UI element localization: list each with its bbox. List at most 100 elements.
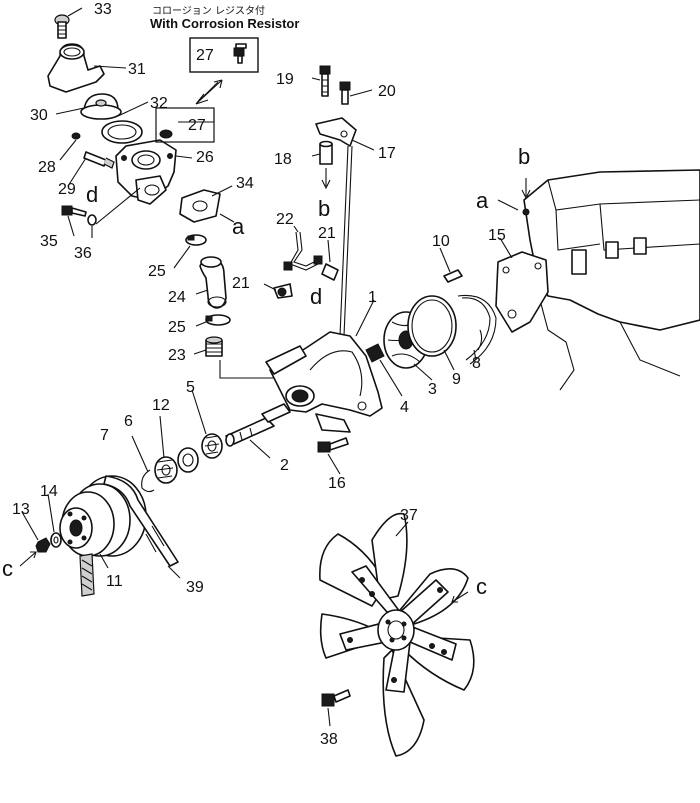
bolt-19 bbox=[319, 65, 331, 97]
washer-36 bbox=[87, 214, 97, 226]
washer-14 bbox=[50, 532, 62, 548]
hose-clamp-25-lower bbox=[205, 314, 231, 326]
callout-13: 13 bbox=[12, 501, 30, 518]
water-outlet-31 bbox=[47, 43, 105, 93]
ref-a-right: a bbox=[476, 188, 489, 213]
leader-lines bbox=[21, 7, 519, 727]
water-pump-group bbox=[141, 269, 497, 493]
corrosion-resistor-note: コロージョン レジスタ付 With Corrosion Resistor 27 bbox=[150, 4, 299, 105]
ref-c-left: c bbox=[2, 556, 13, 581]
plug-28 bbox=[71, 132, 81, 140]
ref-c-right: c bbox=[476, 574, 487, 599]
callout-30: 30 bbox=[30, 107, 48, 124]
callout-27: 27 bbox=[188, 117, 206, 134]
bracket-17 bbox=[315, 117, 357, 147]
callout-38: 38 bbox=[320, 731, 338, 748]
callout-9: 9 bbox=[452, 371, 461, 388]
thermostat-housing-group bbox=[47, 14, 231, 357]
plug-27 bbox=[159, 129, 173, 139]
bolt-20 bbox=[339, 81, 351, 105]
sensor-29 bbox=[83, 151, 115, 169]
ref-d-center: d bbox=[310, 284, 322, 309]
callout-31: 31 bbox=[128, 61, 146, 78]
bolt-38 bbox=[321, 689, 351, 707]
engine-block bbox=[495, 169, 700, 391]
gasket-34 bbox=[179, 189, 221, 223]
hose-clamp-25-upper bbox=[185, 234, 207, 246]
bolt-35 bbox=[61, 205, 87, 217]
bolt-16 bbox=[317, 437, 349, 453]
pulley-group bbox=[19, 475, 179, 597]
note-box bbox=[189, 37, 259, 73]
fan-group bbox=[319, 512, 475, 757]
gasket-32 bbox=[101, 120, 143, 144]
shaft-2 bbox=[225, 403, 291, 447]
callout-11: 11 bbox=[106, 573, 123, 590]
bearing-6 bbox=[154, 456, 178, 484]
bolt-33 bbox=[54, 14, 70, 39]
callout-8: 8 bbox=[472, 355, 481, 372]
callout-21-lower: 21 bbox=[232, 275, 250, 292]
callout-34: 34 bbox=[236, 175, 254, 192]
callout-2: 2 bbox=[280, 457, 289, 474]
fitting-21-lower bbox=[273, 283, 293, 299]
callout-labels: 33 31 30 32 27 26 28 29 34 35 36 25 24 2… bbox=[12, 1, 506, 748]
bearing-5 bbox=[201, 433, 223, 459]
callout-16: 16 bbox=[328, 475, 346, 492]
callout-20: 20 bbox=[378, 83, 396, 100]
callout-33: 33 bbox=[94, 1, 112, 18]
note-japanese: コロージョン レジスタ付 bbox=[152, 4, 265, 17]
callout-25-upper: 25 bbox=[148, 263, 166, 280]
callout-37: 37 bbox=[400, 507, 418, 524]
callout-12: 12 bbox=[152, 397, 170, 414]
callout-15: 15 bbox=[488, 227, 506, 244]
snap-ring-7 bbox=[141, 469, 155, 493]
callout-25-lower: 25 bbox=[168, 319, 186, 336]
callout-36: 36 bbox=[74, 245, 92, 262]
arrow-c-right bbox=[451, 591, 469, 603]
ref-b-right: b bbox=[518, 144, 530, 169]
spacer-18 bbox=[319, 140, 333, 165]
gasket-15 bbox=[495, 251, 549, 333]
fan-37 bbox=[319, 512, 475, 757]
arrow-c-left bbox=[19, 551, 37, 567]
callout-19: 19 bbox=[276, 71, 294, 88]
callout-14: 14 bbox=[40, 483, 58, 500]
callout-24: 24 bbox=[168, 289, 186, 306]
callout-28: 28 bbox=[38, 159, 56, 176]
ref-d-left: d bbox=[86, 182, 98, 207]
pump-body-1 bbox=[265, 331, 383, 433]
tube-22 bbox=[283, 231, 323, 271]
connector-23 bbox=[205, 336, 223, 357]
spacer-12 bbox=[177, 447, 199, 473]
hose-24 bbox=[199, 256, 227, 309]
snap-ring-8 bbox=[457, 294, 497, 365]
callout-7: 7 bbox=[100, 427, 109, 444]
double-arrow bbox=[195, 79, 223, 105]
thermostat-30 bbox=[80, 93, 122, 120]
callout-1: 1 bbox=[368, 289, 377, 306]
callout-39: 39 bbox=[186, 579, 204, 596]
corrosion-resistor-plug-icon bbox=[233, 43, 247, 64]
reference-letters: a a b b c c d d bbox=[2, 144, 530, 599]
ref-a-left: a bbox=[232, 214, 245, 239]
callout-10: 10 bbox=[432, 233, 450, 250]
note-box-label: 27 bbox=[196, 47, 214, 64]
callout-17: 17 bbox=[378, 145, 396, 162]
callout-32: 32 bbox=[150, 95, 168, 112]
callout-3: 3 bbox=[428, 381, 437, 398]
ring-10 bbox=[443, 269, 463, 283]
callout-23: 23 bbox=[168, 347, 186, 364]
seal-4 bbox=[365, 343, 385, 363]
callout-6: 6 bbox=[124, 413, 133, 430]
callout-22: 22 bbox=[276, 211, 294, 228]
arrow-to-b bbox=[321, 168, 331, 190]
bypass-group bbox=[273, 65, 357, 337]
ref-b-center: b bbox=[318, 196, 330, 221]
belt-39 bbox=[103, 475, 179, 567]
callout-21-upper: 21 bbox=[318, 225, 336, 242]
callout-4: 4 bbox=[400, 399, 409, 416]
nut-13 bbox=[35, 537, 51, 553]
bypass-tube bbox=[339, 145, 349, 337]
